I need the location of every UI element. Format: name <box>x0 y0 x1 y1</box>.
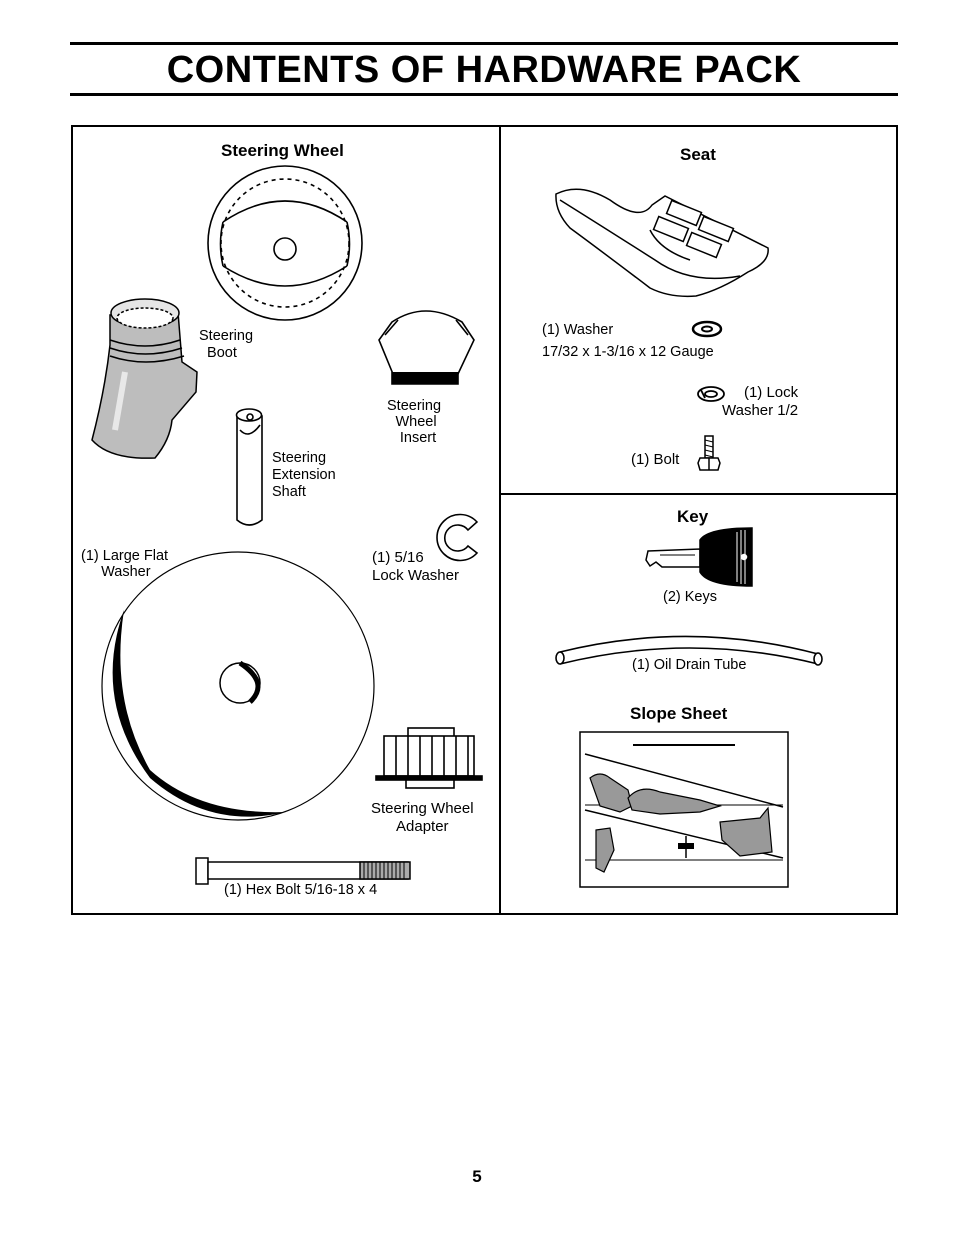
keys-label: (2) Keys <box>663 589 717 605</box>
steering-wheel-insert-illustration <box>378 310 475 385</box>
key-heading: Key <box>677 507 709 526</box>
seat-washer-label: (1) Washer <box>542 322 614 338</box>
steering-wheel-illustration <box>207 165 363 321</box>
hardware-panel-frame <box>71 125 898 915</box>
slope-sheet-heading: Slope Sheet <box>630 704 728 723</box>
lock-washer-12-illustration <box>697 386 725 402</box>
steering-boot-illustration <box>91 298 198 459</box>
seat-bolt-illustration <box>697 435 721 471</box>
panel-vertical-divider <box>499 125 501 915</box>
lock-washer-516-label: (1) 5/16 Lock Washer <box>372 549 459 584</box>
large-flat-washer-illustration <box>101 551 375 821</box>
lock-washer-516-illustration <box>436 513 479 562</box>
hex-bolt-illustration <box>195 857 411 885</box>
steering-wheel-adapter-label: Steering Wheel Adapter <box>371 800 474 835</box>
oil-drain-tube-illustration <box>555 635 823 666</box>
panel-horizontal-divider <box>500 493 898 495</box>
key-illustration <box>645 527 753 587</box>
steering-extension-shaft-label: Steering Extension Shaft <box>272 450 336 500</box>
hex-bolt-label: (1) Hex Bolt 5/16-18 x 4 <box>224 882 378 898</box>
page-title: CONTENTS OF HARDWARE PACK <box>166 49 802 91</box>
steering-wheel-adapter-illustration <box>375 727 483 789</box>
lock-washer-12-label: (1) Lock Washer 1/2 <box>722 384 799 419</box>
oil-drain-tube-label: (1) Oil Drain Tube <box>632 657 747 673</box>
seat-washer-size-label: 17/32 x 1-3/16 x 12 Gauge <box>542 344 714 360</box>
page-number: 5 <box>472 1167 482 1186</box>
slope-sheet-illustration <box>579 731 789 888</box>
seat-illustration <box>555 188 769 298</box>
steering-wheel-heading: Steering Wheel <box>221 141 344 160</box>
seat-heading: Seat <box>680 145 716 164</box>
title-bottom-rule <box>70 93 898 96</box>
title-top-rule <box>70 42 898 45</box>
steering-wheel-insert-label: Steering Wheel Insert <box>387 398 442 446</box>
seat-bolt-label: (1) Bolt <box>631 451 680 468</box>
large-flat-washer-label: (1) Large Flat Washer <box>81 548 169 580</box>
steering-boot-label: Steering Boot <box>199 328 254 361</box>
steering-extension-shaft-illustration <box>235 408 263 526</box>
seat-washer-illustration <box>691 320 723 338</box>
